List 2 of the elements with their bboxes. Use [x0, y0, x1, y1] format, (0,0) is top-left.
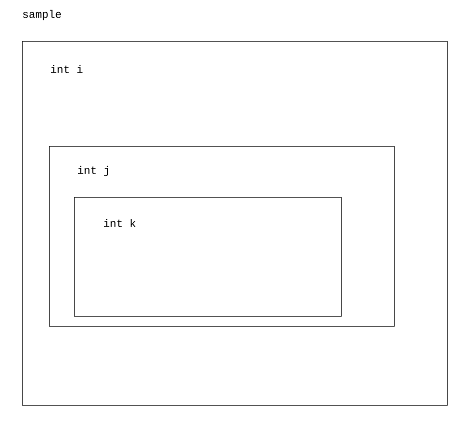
- scope-box: int k: [74, 197, 342, 317]
- node-label: sample: [23, 10, 61, 20]
